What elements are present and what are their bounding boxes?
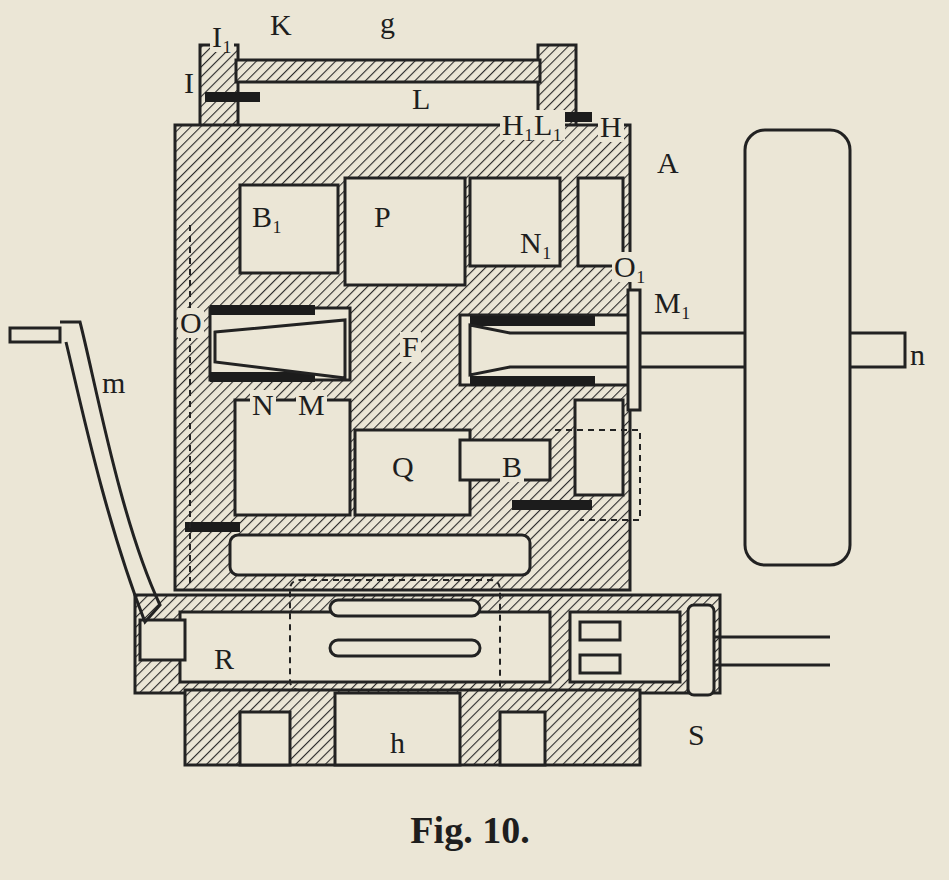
part-label: B₁ bbox=[250, 202, 284, 232]
part-label: M₁ bbox=[652, 288, 693, 318]
part-label: B bbox=[500, 452, 524, 482]
part-label: n bbox=[908, 340, 927, 370]
part-label: I₁ bbox=[210, 22, 234, 52]
figure-caption: Fig. 10. bbox=[410, 808, 529, 852]
part-label: h bbox=[388, 728, 407, 758]
part-label: g bbox=[378, 8, 397, 38]
part-label: S bbox=[686, 720, 707, 750]
part-label: O bbox=[178, 308, 204, 338]
part-label: M bbox=[296, 390, 327, 420]
part-label: A bbox=[655, 148, 681, 178]
part-label: O₁ bbox=[612, 252, 648, 282]
part-label: P bbox=[372, 202, 393, 232]
part-label: H₁ bbox=[500, 110, 536, 140]
part-label: I bbox=[182, 68, 196, 98]
part-label: H bbox=[598, 112, 624, 142]
part-label: Q bbox=[390, 452, 416, 482]
part-label: m bbox=[100, 368, 127, 398]
part-label: N₁ bbox=[518, 228, 554, 258]
part-label: K bbox=[268, 10, 294, 40]
part-label: F bbox=[400, 332, 421, 362]
part-label: L bbox=[410, 84, 432, 114]
part-label: L₁ bbox=[532, 110, 565, 140]
part-label: N bbox=[250, 390, 276, 420]
part-label: R bbox=[212, 644, 236, 674]
